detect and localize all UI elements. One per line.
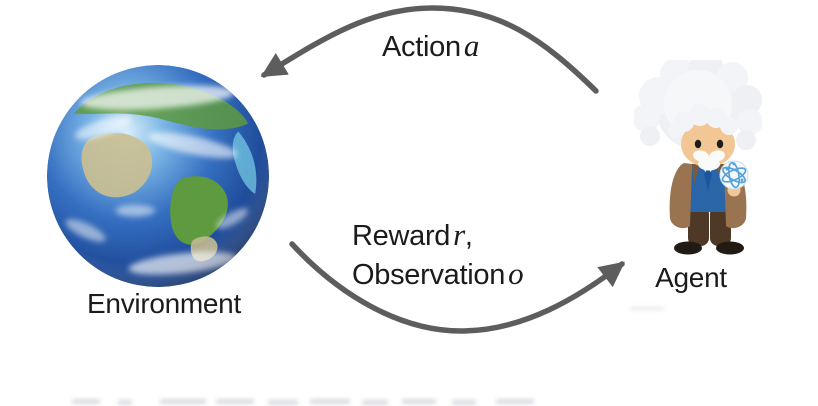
action-text: Action [382,31,461,63]
einstein-scientist-icon [634,60,762,255]
reward-text: Reward [352,220,451,252]
einstein-eye [716,139,724,149]
agent-label: Agent [655,262,727,293]
reward-observation-arrow [289,241,626,334]
einstein-face [681,121,735,171]
action-arrow [260,5,599,94]
action-variable: a [463,28,480,63]
observation-line: Observationo [352,255,524,294]
atom-model-icon [719,160,749,190]
einstein-coat-left [669,163,692,229]
einstein-shoe [716,241,744,255]
reward-observation-edge-label: Rewardr, Observationo [352,216,524,294]
environment-label: Environment [87,288,241,319]
einstein-eye [694,139,702,149]
einstein-shoe [674,241,702,255]
earth-globe-surface [46,64,270,288]
reward-line: Rewardr, [352,216,523,255]
reward-comma: , [464,220,473,252]
observation-text: Observation [352,259,506,291]
einstein-hair-fringe [668,104,738,138]
earth-globe-icon [46,64,270,288]
action-edge-label: Actiona [382,28,479,64]
observation-variable: o [508,256,524,291]
einstein-beard [698,157,720,171]
reward-variable: r [453,217,465,252]
earth-shading [46,64,270,288]
einstein-tie [704,168,712,191]
einstein-torso [669,160,749,229]
